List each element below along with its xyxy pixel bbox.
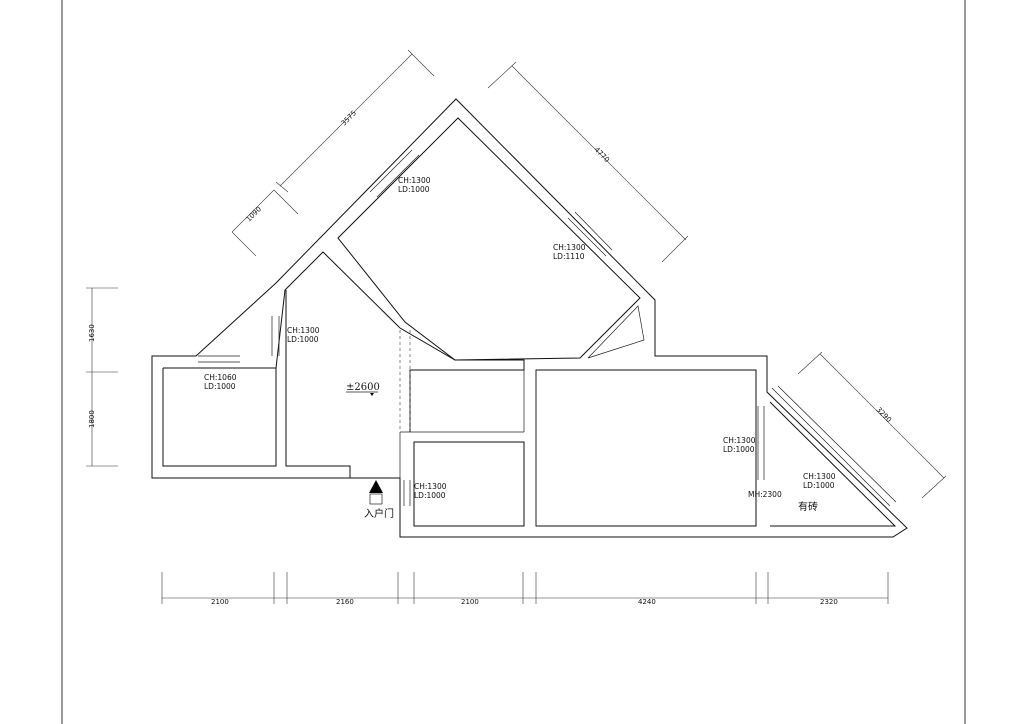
dim-bottom-3: 2100: [461, 598, 479, 606]
dim-bottom-1: 2100: [211, 598, 229, 606]
mh-label: MH:2300: [748, 490, 782, 499]
window-label-ld: LD:1000: [414, 491, 446, 500]
window-label-ch: CH:1300: [287, 326, 320, 335]
dim-bottom-5: 2320: [820, 598, 838, 606]
outer-walls: [151, 98, 908, 538]
dim-diag-right-text: 3290: [875, 406, 893, 424]
window-label-ch: CH:1300: [414, 482, 447, 491]
dimension-lines: [86, 49, 947, 604]
window-label-ld: LD:1000: [398, 185, 430, 194]
dim-diag-top-left-small: [231, 189, 299, 257]
window-balcony: [771, 385, 897, 507]
window-label-ld: LD:1000: [723, 445, 755, 454]
window-top-left: [369, 149, 420, 198]
entrance-door-icon: [369, 493, 383, 505]
window-label-ld: LD:1110: [553, 252, 585, 261]
window-label-ch: CH:1060: [204, 373, 237, 382]
dim-diag-top-left: [275, 49, 435, 193]
dim-diag-right: [797, 351, 947, 499]
entrance-arrow-icon: [369, 480, 383, 493]
dim-diag-top-right: [487, 61, 689, 263]
bath-inner: [413, 441, 525, 527]
partition-wall: [399, 370, 537, 526]
window-label-ch: CH:1300: [553, 243, 586, 252]
top-room-inner: [337, 117, 641, 361]
window-label-ld: LD:1000: [204, 382, 236, 391]
window-label-ch: CH:1300: [723, 436, 756, 445]
hall-inner: [285, 290, 351, 478]
dim-left-1: 1630: [88, 324, 96, 342]
window-right-bedroom: [757, 406, 765, 480]
window-top-right: [567, 211, 613, 257]
window-label-ld: LD:1000: [287, 335, 319, 344]
dim-bottom-2: 2160: [336, 598, 354, 606]
window-bath: [403, 480, 411, 506]
dimension-texts: 2100 2160 2100 4240 2320 1630 1800 3575 …: [88, 109, 893, 606]
elevation-label: ±2600: [346, 382, 380, 393]
dim-left-2: 1800: [88, 410, 96, 428]
window-label-group: CH:1300 LD:1000 CH:1300 LD:1110 CH:1300 …: [204, 176, 836, 500]
window-label-ch: CH:1300: [803, 472, 836, 481]
window-left-room: [198, 355, 240, 363]
left-room-inner: [162, 368, 277, 467]
window-hall: [271, 316, 280, 356]
triangle-corner: [587, 305, 645, 359]
dim-diag-top-right-text: 4770: [593, 146, 611, 164]
dim-bottom-4: 4240: [638, 598, 656, 606]
inner-wall-path: [163, 251, 525, 432]
window-label-ld: LD:1000: [803, 481, 835, 490]
tile-note: 有砖: [798, 500, 818, 513]
balcony-inner: [769, 401, 897, 527]
window-label-ch: CH:1300: [398, 176, 431, 185]
dim-diag-top-left-text: 3575: [340, 109, 358, 127]
entrance-label: 入户门: [364, 507, 394, 520]
outer-wall-path: [151, 98, 908, 538]
elevation-marker-icon: [370, 393, 374, 396]
dim-diag-top-left-small-text: 1090: [245, 205, 263, 223]
